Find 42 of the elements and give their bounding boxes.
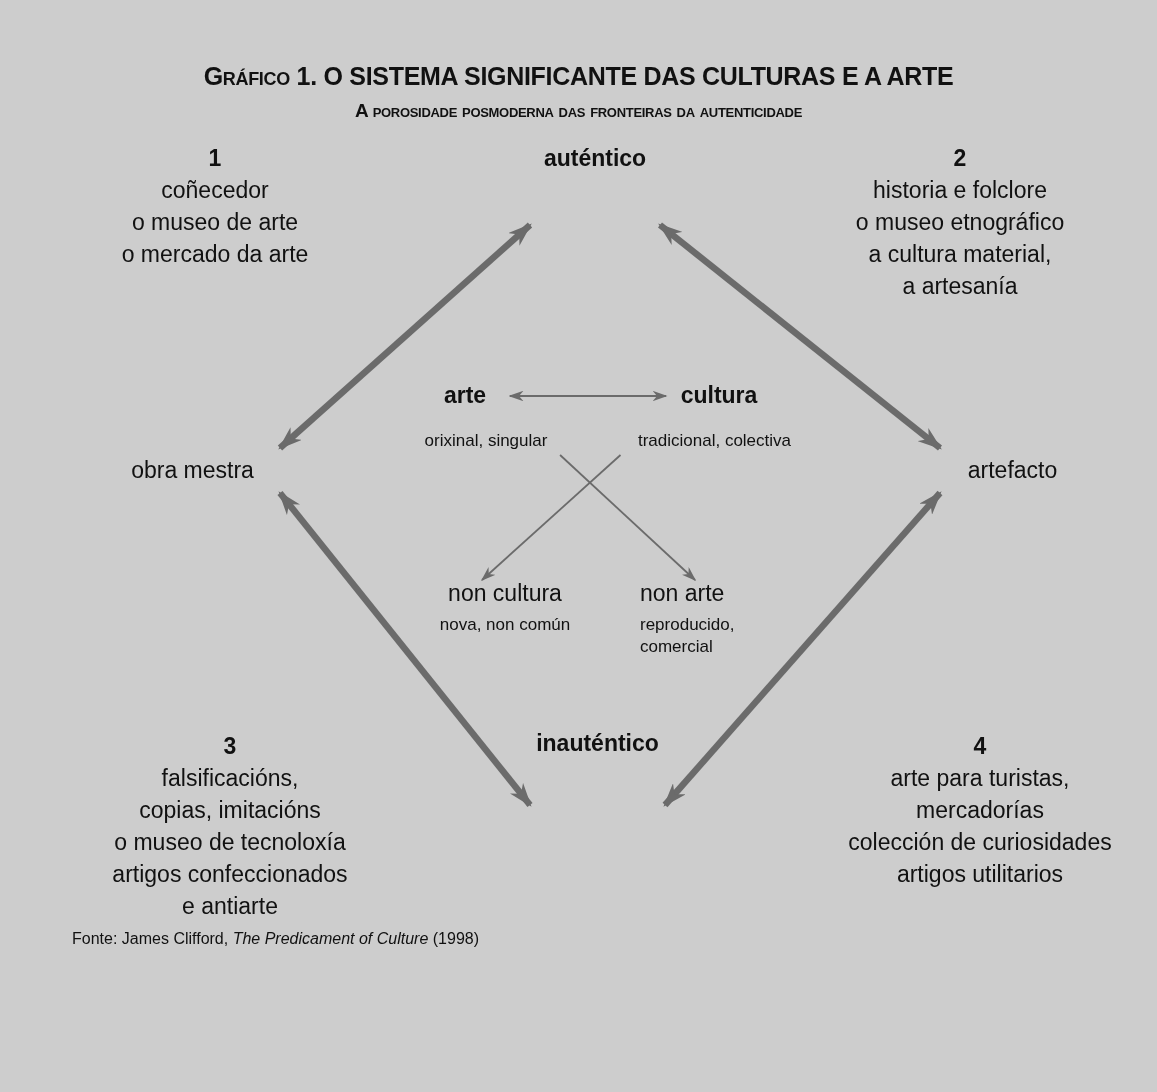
quadrant-text: arte para turistas, bbox=[890, 764, 1070, 793]
node-sublabel: nova, non común bbox=[439, 613, 571, 636]
quadrant-text: mercadorías bbox=[916, 796, 1044, 825]
quadrant-text: o museo de arte bbox=[131, 208, 299, 237]
quadrant-text: coñecedor bbox=[161, 176, 269, 205]
node-label: inauténtico bbox=[536, 730, 659, 758]
quadrant-text: o museo etnográfico bbox=[855, 208, 1065, 237]
arrow bbox=[277, 222, 533, 451]
title: Gráfico 1. O SISTEMA SIGNIFICANTE DAS CULTURAS E A ARTE bbox=[202, 62, 955, 91]
node-label: arte bbox=[443, 382, 487, 410]
quadrant-text: o mercado da arte bbox=[121, 240, 309, 269]
node-sublabel: tradicional, colectiva bbox=[637, 429, 792, 452]
arrow bbox=[559, 454, 696, 581]
quadrant-text: e antiarte bbox=[182, 892, 278, 921]
quadrant-number: 4 bbox=[973, 732, 987, 761]
subtitle: A porosidade posmoderna das fronteiras da autenticidade bbox=[353, 100, 804, 122]
quadrant-number: 3 bbox=[223, 732, 237, 761]
arrow bbox=[481, 454, 622, 581]
node-label: artefacto bbox=[967, 456, 1058, 485]
quadrant-text: historia e folclore bbox=[873, 176, 1047, 205]
node-label: non arte bbox=[640, 580, 725, 608]
quadrant-number: 1 bbox=[208, 144, 222, 173]
quadrant-number: 2 bbox=[953, 144, 967, 173]
arrow bbox=[277, 490, 533, 808]
node-label: obra mestra bbox=[131, 456, 254, 485]
quadrant-text: falsificacións, bbox=[161, 764, 299, 793]
node-sublabel: reproducido, comercial bbox=[640, 613, 736, 658]
node-label: cultura bbox=[680, 382, 758, 410]
quadrant-text: a artesanía bbox=[902, 272, 1018, 301]
quadrant-text: colección de curiosidades bbox=[848, 828, 1112, 857]
quadrant-text: a cultura material, bbox=[868, 240, 1052, 269]
node-label: non cultura bbox=[448, 580, 562, 608]
node-sublabel: orixinal, singular bbox=[424, 429, 548, 452]
caption: Fonte: James Clifford, The Predicament of Culture (1998) bbox=[72, 930, 479, 948]
quadrant-text: artigos utilitarios bbox=[896, 860, 1064, 889]
arrow bbox=[662, 490, 943, 808]
quadrant-text: copias, imitacións bbox=[139, 796, 321, 825]
node-label: auténtico bbox=[543, 145, 647, 173]
arrow bbox=[508, 390, 668, 402]
quadrant-text: o museo de tecnoloxía bbox=[114, 828, 346, 857]
arrow bbox=[657, 222, 943, 451]
quadrant-text: artigos confeccionados bbox=[112, 860, 348, 889]
